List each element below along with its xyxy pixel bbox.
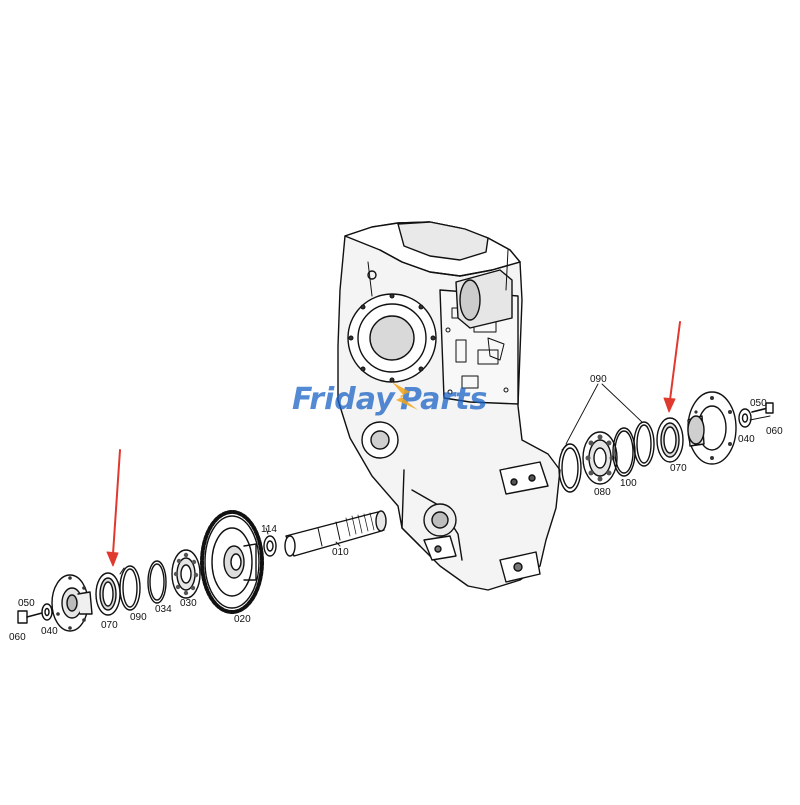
part-right-bolt-050 xyxy=(751,402,774,414)
callout-left-040: 040 xyxy=(41,626,58,637)
part-left-bearing-030 xyxy=(171,549,201,599)
part-left-ring-034 xyxy=(147,560,167,604)
red-arrow-left-icon xyxy=(106,449,121,567)
callout-right-080: 080 xyxy=(594,487,611,498)
callout-labels: 050 060 040 070 090 034 030 020 114 010 … xyxy=(9,374,783,643)
part-left-snap-ring-090 xyxy=(119,565,141,611)
part-left-gear-020 xyxy=(200,510,264,614)
part-right-snap-ring-090-a xyxy=(558,443,582,493)
part-left-flange xyxy=(51,574,93,632)
callout-left-050: 050 xyxy=(18,598,35,609)
part-left-bolt-050 xyxy=(17,610,43,624)
callout-left-090: 090 xyxy=(130,612,147,623)
callout-left-020: 020 xyxy=(234,614,251,625)
callout-left-030: 030 xyxy=(180,598,197,609)
part-left-shaft-010 xyxy=(284,510,387,557)
watermark-logo: Friday Parts xyxy=(292,382,487,417)
left-assembly xyxy=(17,510,387,632)
part-right-bearing-080 xyxy=(582,431,618,485)
watermark-swoosh-icon xyxy=(392,382,418,410)
part-left-ring-114 xyxy=(263,535,277,557)
callout-right-050: 050 xyxy=(750,398,767,409)
part-right-flange xyxy=(687,391,737,465)
right-assembly xyxy=(558,391,774,493)
part-right-washer-040 xyxy=(738,408,752,428)
callout-right-060: 060 xyxy=(766,426,783,437)
left-leader-lines xyxy=(265,527,341,547)
right-leader-lines xyxy=(565,383,643,445)
callout-left-070: 070 xyxy=(101,620,118,631)
watermark-text-right: Parts xyxy=(400,382,487,417)
part-left-washer-040 xyxy=(41,603,53,621)
callout-left-114: 114 xyxy=(261,524,277,535)
callout-right-090: 090 xyxy=(590,374,607,385)
red-arrow-right-icon xyxy=(663,321,681,413)
gearbox-housing xyxy=(337,221,561,591)
callout-left-060: 060 xyxy=(9,632,26,643)
callout-left-034: 034 xyxy=(155,604,172,615)
callout-left-010: 010 xyxy=(332,547,349,558)
callout-right-040: 040 xyxy=(738,434,755,445)
watermark-text-left: Friday xyxy=(292,382,396,417)
part-right-snap-ring-090-b xyxy=(633,421,655,467)
part-right-seal-070 xyxy=(656,417,684,463)
callout-right-070: 070 xyxy=(670,463,687,474)
part-left-seal-070 xyxy=(95,572,121,616)
callout-right-100: 100 xyxy=(620,478,637,489)
